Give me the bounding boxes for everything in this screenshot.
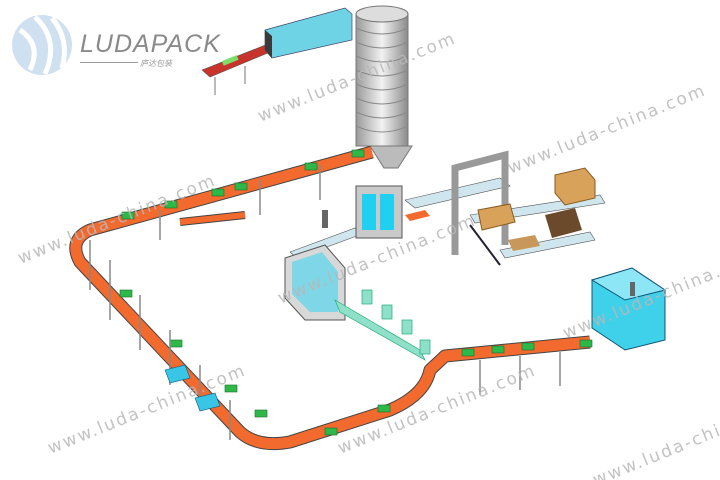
infeed-conveyor [201, 7, 353, 95]
logo-subtitle: 庐达包装 [140, 59, 172, 68]
shrink-tunnel [284, 244, 346, 321]
packing-racks [334, 289, 431, 361]
conveyor-legs [89, 165, 561, 440]
logo-text: LUDAPACK [80, 30, 221, 58]
side-chutes [164, 364, 221, 412]
logo-divider [80, 62, 138, 63]
product-trays [119, 149, 593, 436]
spiral-elevator [355, 5, 413, 169]
palletizer [404, 150, 606, 266]
cabinet-area [289, 185, 430, 259]
end-machine [590, 267, 667, 351]
main-conveyor [69, 145, 591, 451]
logo-globe [12, 15, 72, 76]
